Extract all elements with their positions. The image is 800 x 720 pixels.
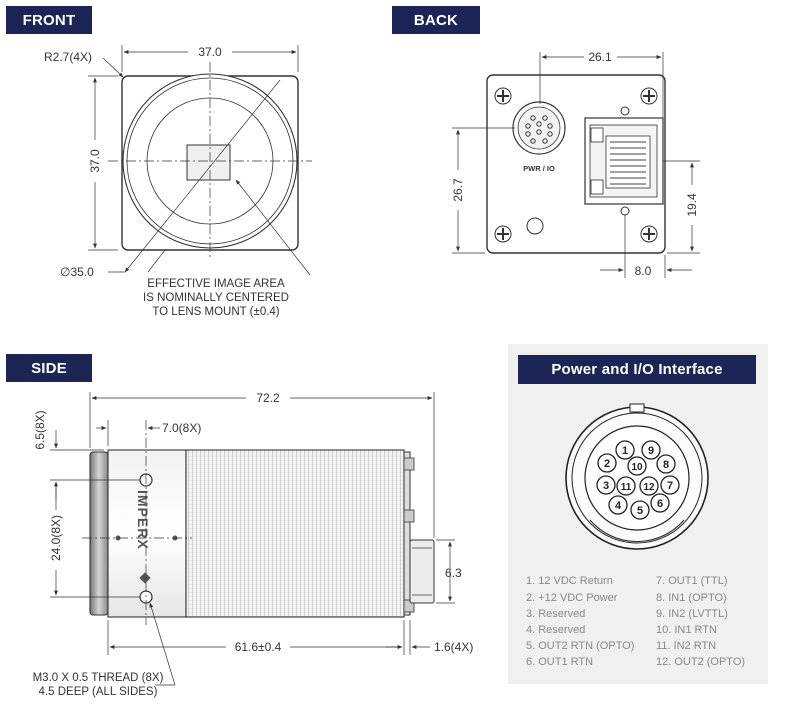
power-io-section-tab: Power and I/O Interface [518,355,756,384]
imperx-logo: IMPERX [135,490,151,550]
hole-spacing-dimension: 7.0(8X) [162,421,201,435]
screw-icon [640,87,658,105]
connector-pin [641,440,661,460]
heatsink-fins [185,449,405,618]
side-view: IMPERX 72.2 7.0(8X) 6.5(8X) 24.0(8X) 6.3 [33,391,474,698]
lens-flange [89,451,109,616]
connector-pin [660,475,680,495]
connector-pin [630,500,650,520]
connector-pin-number: 10 [631,462,643,473]
connector-pin [597,453,617,473]
power-io-connector-icon [512,101,566,155]
side-length-dimension: 72.2 [256,391,280,405]
pinout-item: 7. OUT1 (TTL) [656,575,728,587]
flange-thickness-dimension: 1.6(4X) [434,640,473,654]
connector-pin [615,440,635,460]
pinout-item: 12. OUT2 (OPTO) [656,656,745,668]
pinout-item: 11. IN2 RTN [656,640,716,652]
connector-pin [616,476,636,496]
connector-pin [608,495,628,515]
screw-icon [494,87,512,105]
top-offset-dimension: 6.5(8X) [33,410,47,449]
connector-pin [639,476,659,496]
back-view: PWR / IO 26.1 26.7 1 [451,50,700,278]
connector-pin-number: 5 [637,505,643,517]
thread-note-line1: M3.0 X 0.5 THREAD (8X) [33,672,164,684]
front-height-dimension: 37.0 [88,149,102,173]
connector-dimension: 6.3 [445,566,462,580]
image-area-note-line1: EFFECTIVE IMAGE AREA [147,278,285,290]
body-length-dimension: 61.6±0.4 [235,640,282,654]
connector-pin-number: 12 [643,482,655,493]
back-bottom-dimension: 8.0 [635,264,652,278]
connector-pin-number: 8 [663,459,669,471]
pinout-list: 1. 12 VDC Return 2. +12 VDC Power 3. Res… [526,575,745,668]
screw-icon [494,225,512,243]
connector-pin-number: 4 [615,500,622,512]
connector-label: PWR / IO [523,164,555,173]
back-width-dimension: 26.1 [588,50,612,64]
pinout-item: 3. Reserved [526,608,585,620]
image-area-note-line3: TO LENS MOUNT (±0.4) [152,306,279,318]
pinout-item: 4. Reserved [526,624,585,636]
logo-diamond-icon [139,572,151,584]
connector-pin [627,456,647,476]
back-section-tab: BACK [392,6,480,34]
screw-icon [640,225,658,243]
pinout-item: 6. OUT1 RTN [526,656,593,668]
connector-pin-number: 9 [648,445,654,457]
back-right-dimension: 19.4 [685,193,699,217]
pinout-item: 9. IN2 (LVTTL) [656,608,728,620]
connector-pin [656,454,676,474]
image-area-note-line2: IS NOMINALLY CENTERED [143,292,289,304]
connector-pin [596,475,616,495]
front-width-dimension: 37.0 [198,45,222,59]
front-view: 37.0 37.0 R2.7(4X) ∅35.0 EFFECTIVE IMAGE… [44,45,312,318]
connector-pin-number: 2 [604,458,610,470]
pinout-item: 10. IN1 RTN [656,624,717,636]
connector-pin-number: 3 [603,480,609,492]
pinout-item: 5. OUT2 RTN (OPTO) [526,640,634,652]
connector-pin-number: 6 [657,498,663,510]
side-section-tab: SIDE [6,354,92,382]
connector-pin-number: 11 [621,482,632,493]
status-led [526,217,544,235]
pinout-item: 1. 12 VDC Return [526,575,613,587]
side-height-dimension: 24.0(8X) [49,515,63,561]
pinout-item: 8. IN1 (OPTO) [656,592,727,604]
connector-pin [650,493,670,513]
pinout-item: 2. +12 VDC Power [526,592,618,604]
front-section-tab: FRONT [6,6,92,34]
ethernet-port-icon [584,117,664,205]
rear-connector-body [409,539,435,604]
connector-pin-number: 7 [667,480,673,492]
thread-note-line2: 4.5 DEEP (ALL SIDES) [39,686,158,698]
connector-pin-number: 1 [622,445,628,457]
lens-diameter-label: ∅35.0 [60,265,94,279]
back-height-dimension: 26.7 [451,178,465,202]
corner-radius-label: R2.7(4X) [44,50,92,64]
